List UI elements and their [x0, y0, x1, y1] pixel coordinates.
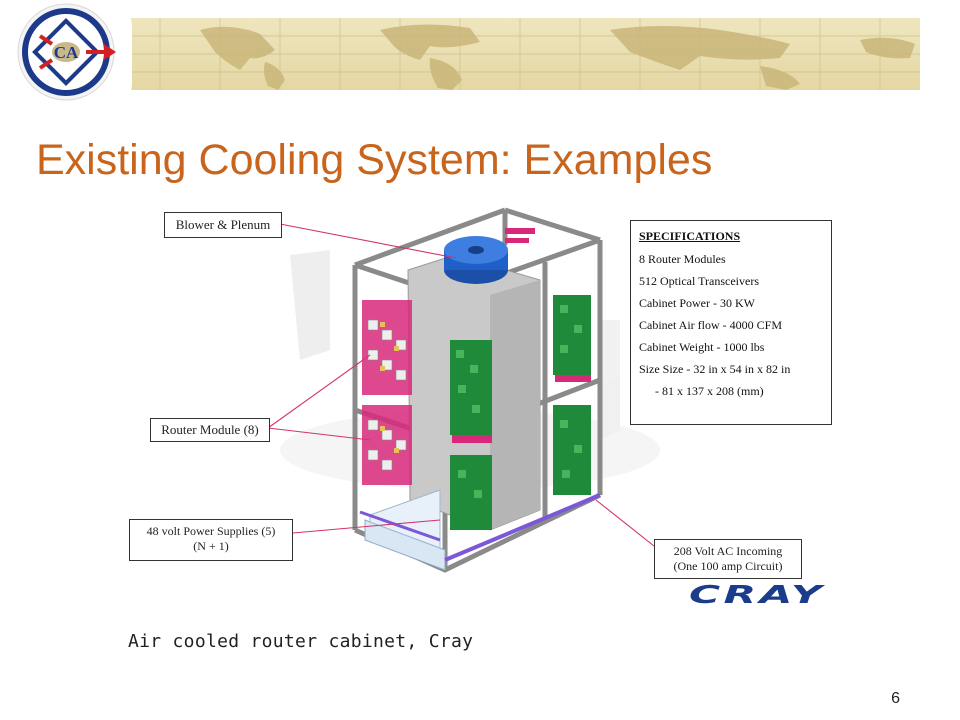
- world-map-banner: [60, 18, 920, 90]
- router-modules: [362, 300, 412, 485]
- specifications-box: SPECIFICATIONS 8 Router Modules 512 Opti…: [630, 220, 832, 425]
- spec-line: Cabinet Power - 30 KW: [639, 296, 755, 310]
- callout-blower-plenum: Blower & Plenum: [164, 212, 282, 238]
- router-cabinet-illustration: [267, 207, 660, 573]
- logo-text: CA: [54, 43, 79, 62]
- cray-logo: CRAY: [689, 582, 827, 606]
- ca-logo: CA: [14, 3, 132, 106]
- circuit-boards: [450, 228, 591, 530]
- power-supplies: [359, 489, 601, 571]
- figure-caption: Air cooled router cabinet, Cray: [128, 631, 474, 652]
- header-banner: CA: [14, 3, 920, 106]
- spec-line: - 81 x 137 x 208 (mm): [655, 384, 764, 398]
- callout-ac-line-1: 208 Volt AC Incoming: [673, 544, 783, 558]
- spec-line: Size Size - 32 in x 54 in x 82 in: [639, 362, 791, 376]
- spec-line: 8 Router Modules: [639, 252, 726, 266]
- blower-fan: [444, 236, 508, 284]
- cray-logo-text: CRAY: [689, 582, 827, 606]
- page-title: Existing Cooling System: Examples: [36, 136, 713, 184]
- spec-line: Cabinet Air flow - 4000 CFM: [639, 318, 782, 332]
- specifications-heading: SPECIFICATIONS: [639, 229, 741, 243]
- callout-power-line-1: 48 volt Power Supplies (5): [146, 524, 276, 538]
- callout-power-supplies: 48 volt Power Supplies (5) (N + 1): [129, 519, 293, 561]
- callout-power-line-2: (N + 1): [193, 539, 229, 553]
- page-number: 6: [891, 690, 900, 707]
- callout-router-module: Router Module (8): [150, 418, 270, 442]
- spec-line: 512 Optical Transceivers: [639, 274, 759, 288]
- leader-lines: [267, 223, 655, 547]
- callout-ac-line-2: (One 100 amp Circuit): [673, 559, 783, 573]
- spec-line: Cabinet Weight - 1000 lbs: [639, 340, 765, 354]
- callout-ac-incoming: 208 Volt AC Incoming (One 100 amp Circui…: [654, 539, 802, 579]
